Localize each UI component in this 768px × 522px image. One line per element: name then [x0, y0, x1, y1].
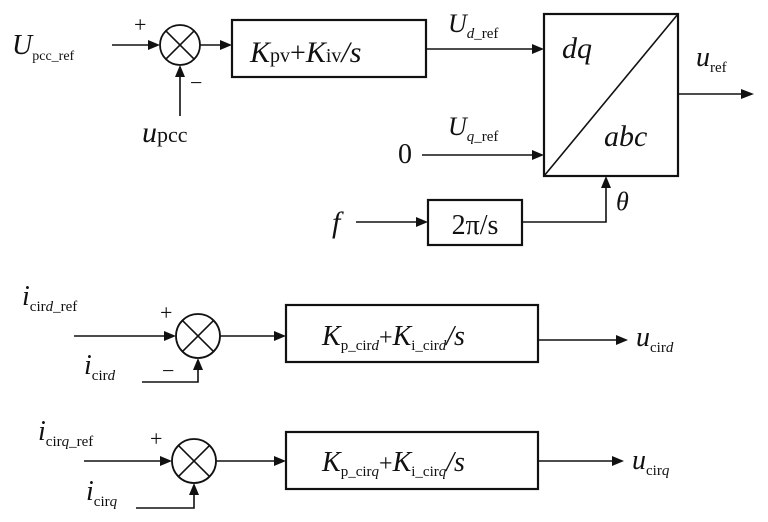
pi-circ-q-formula: Kp_cirq+Ki_cirq/s — [321, 447, 465, 480]
arrowhead — [601, 176, 611, 188]
voltage-loop: Upcc_ref + − upcc Kpv+Kiv/s Ud_ref — [12, 9, 754, 247]
pi-circ-q-block — [284, 430, 540, 491]
arrowhead — [416, 217, 428, 227]
zero-input: 0 — [398, 139, 412, 170]
circ-d-loop: icird_ref + − icird Kp_cird+Ki_cird/s uc… — [22, 281, 674, 384]
arrowhead — [175, 65, 185, 77]
ucird-label: ucird — [636, 322, 674, 356]
icirq-ref-label: icirq_ref — [38, 416, 93, 450]
integrator-block — [426, 198, 524, 247]
f-label: f — [332, 206, 344, 239]
arrowhead — [160, 456, 172, 466]
summing-junction-voltage — [159, 24, 201, 66]
upcc-ref-label: Upcc_ref — [12, 30, 75, 64]
plus-sign: + — [134, 12, 146, 37]
pi-voltage-block — [230, 18, 428, 79]
summing-junction-circ-d — [175, 313, 221, 359]
arrowhead — [741, 89, 754, 99]
circ-q-loop: icirq_ref + icirq Kp_cirq+Ki_cirq/s ucir… — [38, 416, 670, 510]
plus-sign: + — [150, 426, 162, 451]
uref-label: uref — [696, 42, 727, 76]
arrowhead — [220, 40, 232, 50]
pi-circ-d-formula: Kp_cird+Ki_cird/s — [321, 321, 465, 354]
arrowhead — [164, 331, 176, 341]
uq-ref-label: Uq_ref — [448, 112, 498, 145]
ud-ref-label: Ud_ref — [448, 9, 498, 42]
icird-label: icird — [84, 350, 116, 384]
ucirq-label: ucirq — [632, 445, 670, 479]
integrator-label: 2π/s — [452, 210, 499, 241]
dq-label: dq — [562, 32, 592, 65]
theta-label: θ — [616, 187, 629, 216]
icird-ref-label: icird_ref — [22, 281, 77, 315]
arrowhead — [612, 456, 624, 466]
dq-abc-transform-block — [542, 12, 680, 178]
icirq-feedback-wire — [136, 493, 195, 509]
pi-circ-d-block — [284, 303, 540, 364]
arrowhead — [193, 358, 203, 370]
arrowhead — [274, 456, 286, 466]
icird-feedback-wire — [142, 368, 199, 383]
arrowhead — [274, 331, 286, 341]
upcc-label: upcc — [142, 116, 188, 149]
minus-sign: − — [162, 358, 174, 383]
arrowhead — [148, 40, 160, 50]
icirq-label: icirq — [86, 476, 118, 510]
plus-sign: + — [160, 300, 172, 325]
arrowhead — [616, 335, 628, 345]
summing-junction-circ-q — [171, 438, 217, 484]
arrowhead — [189, 483, 199, 495]
arrowhead — [532, 150, 544, 160]
minus-sign: − — [190, 70, 202, 95]
pi-voltage-formula: Kpv+Kiv/s — [249, 36, 361, 69]
abc-label: abc — [604, 120, 647, 153]
theta-wire — [522, 186, 607, 223]
arrowhead — [532, 44, 544, 54]
